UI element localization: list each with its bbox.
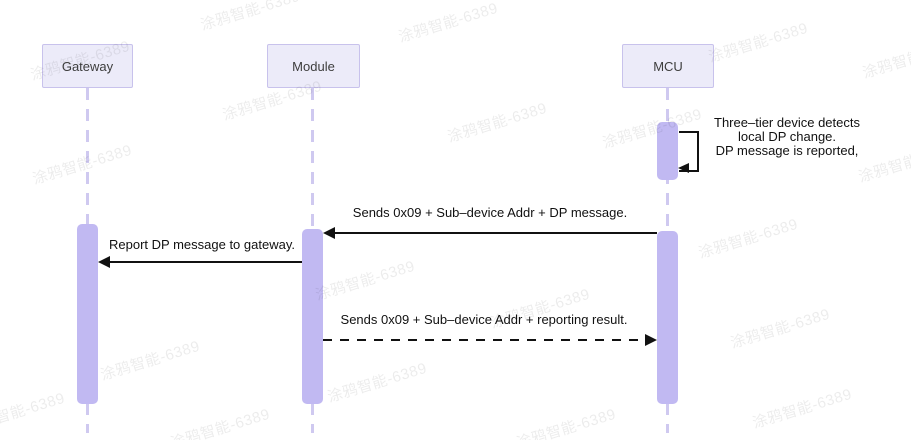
message-label-dp-message: Sends 0x09 + Sub–device Addr + DP messag… bbox=[352, 205, 628, 220]
watermark-text: 涂鸦智能-6389 bbox=[313, 257, 417, 305]
message-label-reporting-result: Sends 0x09 + Sub–device Addr + reporting… bbox=[340, 312, 628, 327]
watermark-text: 涂鸦智能-6389 bbox=[30, 141, 134, 189]
arrowhead-right-icon bbox=[645, 334, 657, 346]
watermark-text: 涂鸦智能-6389 bbox=[728, 305, 832, 353]
actor-box-gateway: Gateway bbox=[42, 44, 133, 88]
watermark-text: 涂鸦智能-6389 bbox=[198, 0, 302, 35]
watermark-text: 涂鸦智能-6389 bbox=[696, 215, 800, 263]
self-message-label: Three–tier device detects local DP chang… bbox=[697, 116, 877, 158]
activation-bar-module bbox=[302, 229, 323, 404]
actor-box-mcu: MCU bbox=[622, 44, 714, 88]
self-message-line-3: DP message is reported, bbox=[715, 143, 859, 158]
arrowhead-left-icon bbox=[323, 227, 335, 239]
self-message-line-2: local DP change. bbox=[737, 129, 837, 144]
watermark-text: 涂鸦智能-6389 bbox=[396, 0, 500, 47]
watermark-text: 涂鸦智能-6389 bbox=[168, 405, 272, 440]
self-message-line-1: Three–tier device detects bbox=[714, 115, 860, 130]
message-arrow-mcu-to-module bbox=[335, 232, 657, 234]
watermark-text: 涂鸦智能-6389 bbox=[706, 19, 810, 67]
activation-bar-gateway bbox=[77, 224, 98, 404]
activation-bar-mcu bbox=[657, 231, 678, 404]
watermark-text: 涂鸦智能-6389 bbox=[325, 359, 429, 407]
message-arrow-module-to-gateway bbox=[110, 261, 302, 263]
actor-label-gateway: Gateway bbox=[61, 58, 114, 74]
watermark-text: 涂鸦智能-6389 bbox=[860, 35, 911, 83]
watermark-text: 涂鸦智能-6389 bbox=[98, 337, 202, 385]
arrowhead-left-icon bbox=[98, 256, 110, 268]
watermark-text: 涂鸦智能-6389 bbox=[0, 389, 67, 437]
message-arrow-module-to-mcu bbox=[323, 339, 645, 341]
watermark-text: 涂鸦智能-6389 bbox=[750, 385, 854, 433]
message-label-report-to-gateway: Report DP message to gateway. bbox=[109, 237, 295, 252]
actor-box-module: Module bbox=[267, 44, 360, 88]
watermark-text: 涂鸦智能-6389 bbox=[445, 99, 549, 147]
actor-label-module: Module bbox=[292, 58, 335, 74]
actor-label-mcu: MCU bbox=[653, 58, 683, 74]
self-message-arrowhead-icon bbox=[678, 163, 689, 173]
activation-bar-mcu-self bbox=[657, 122, 678, 180]
watermark-text: 涂鸦智能-6389 bbox=[514, 405, 618, 440]
self-message-loop bbox=[679, 131, 699, 172]
